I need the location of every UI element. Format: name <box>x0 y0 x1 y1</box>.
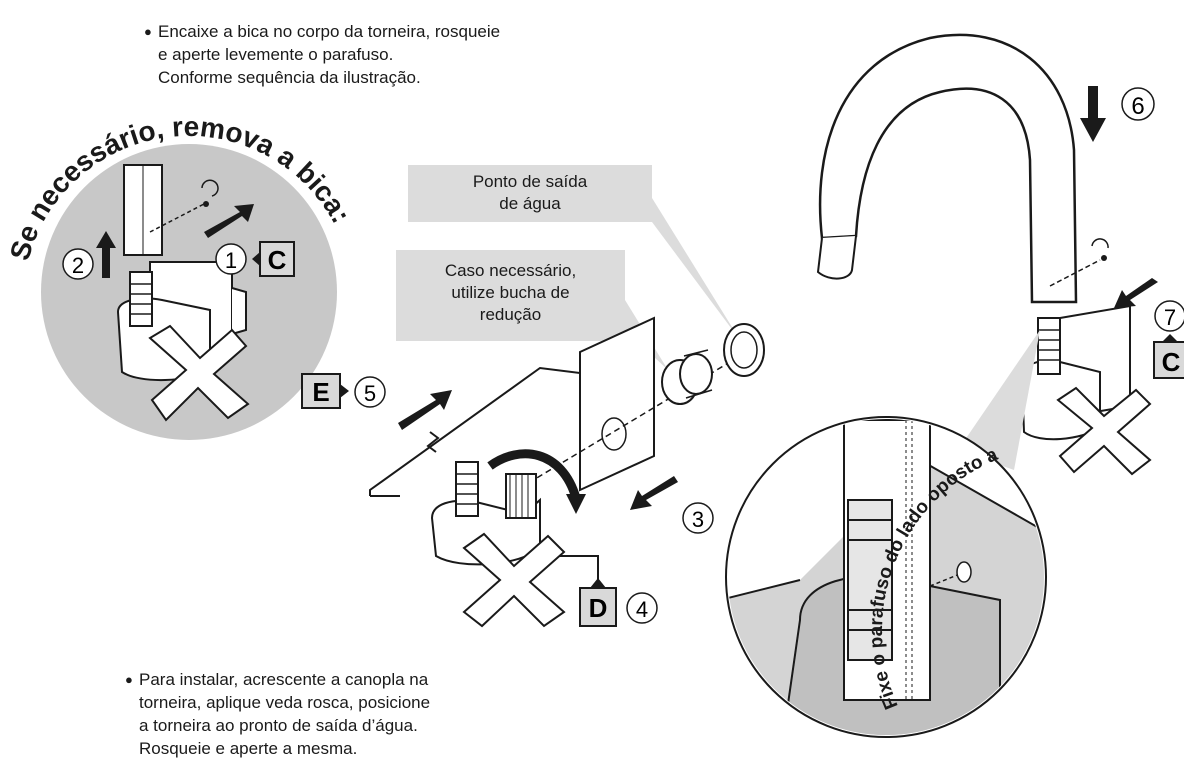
step-3-number: 3 <box>692 507 704 532</box>
water-outlet-pointer <box>652 198 740 340</box>
tag-pointer-icon <box>1162 334 1178 342</box>
reducer-callout-line-2: utilize bucha de <box>451 283 570 302</box>
step-5-circle <box>354 376 386 408</box>
tag-pointer-icon <box>252 252 260 266</box>
step-6-number: 6 <box>1131 93 1144 120</box>
reducer-callout-line-1: Caso necessário, <box>444 261 577 280</box>
step-1-number: 1 <box>225 248 237 273</box>
remove-spout-detail <box>41 144 337 440</box>
step-7-circle <box>1154 300 1184 332</box>
step-7-number: 7 <box>1164 305 1176 330</box>
tag-e-box <box>301 373 341 409</box>
reducer-callout-line-3: redução <box>479 305 542 324</box>
tag-c-label: C <box>268 245 287 275</box>
zoom-pointer <box>958 330 1040 470</box>
bottom-instruction-line-3: a torneira ao pronto de saída d’água. <box>139 716 418 735</box>
water-outlet-callout-line-2: de água <box>499 194 561 213</box>
arrow-right-icon <box>204 204 254 238</box>
reducer-callout: Caso necessário, utilize bucha de reduçã… <box>396 250 625 341</box>
arrow-screw-icon <box>1114 278 1158 308</box>
step-1-circle <box>215 243 247 275</box>
center-assembly <box>369 316 765 628</box>
tag-e-label: E <box>312 377 329 407</box>
top-instruction-line-3: Conforme sequência da ilustração. <box>158 68 421 87</box>
top-instruction: ● Encaixe a bica no corpo da torneira, r… <box>144 20 501 89</box>
bottom-instruction-line-1: Para instalar, acrescente a canopla na <box>139 670 429 689</box>
arrow-insert-icon <box>398 390 452 430</box>
step-4-circle <box>626 592 658 624</box>
water-outlet-callout-line-1: Ponto de saída <box>472 172 588 191</box>
tag-c-box-2 <box>1153 341 1184 379</box>
bullet-icon: ● <box>144 24 152 39</box>
bullet-icon: ● <box>125 672 133 687</box>
step-5-number: 5 <box>364 381 376 406</box>
top-instruction-line-1: Encaixe a bica no corpo da torneira, ros… <box>158 22 501 41</box>
water-outlet-callout: Ponto de saída de água <box>408 165 652 222</box>
arrow-up-icon <box>96 231 116 278</box>
bottom-instruction-line-2: torneira, aplique veda rosca, posicione <box>139 693 431 712</box>
step-2-number: 2 <box>72 253 84 278</box>
tag-c-label-2: C <box>1162 347 1181 377</box>
tag-d-box <box>579 587 617 627</box>
arrow-plate-icon <box>630 476 678 510</box>
tag-pointer-icon <box>340 384 349 398</box>
bottom-instruction: ● Para instalar, acrescente a canopla na… <box>125 668 431 760</box>
step-4-number: 4 <box>636 597 648 622</box>
tag-d-label: D <box>589 593 608 623</box>
spout-assembly <box>816 33 1152 476</box>
screw-detail-magnifier <box>725 416 1047 738</box>
step-3-circle <box>682 502 714 534</box>
tag-pointer-icon <box>590 578 606 588</box>
arrow-down-icon <box>1080 86 1106 142</box>
tag-c-box <box>259 241 295 277</box>
bottom-instruction-line-4: Rosqueie e aperte a mesma. <box>139 739 358 758</box>
step-2-circle <box>62 248 94 280</box>
step-6-circle <box>1121 87 1155 121</box>
top-instruction-line-2: e aperte levemente o parafuso. <box>158 45 394 64</box>
